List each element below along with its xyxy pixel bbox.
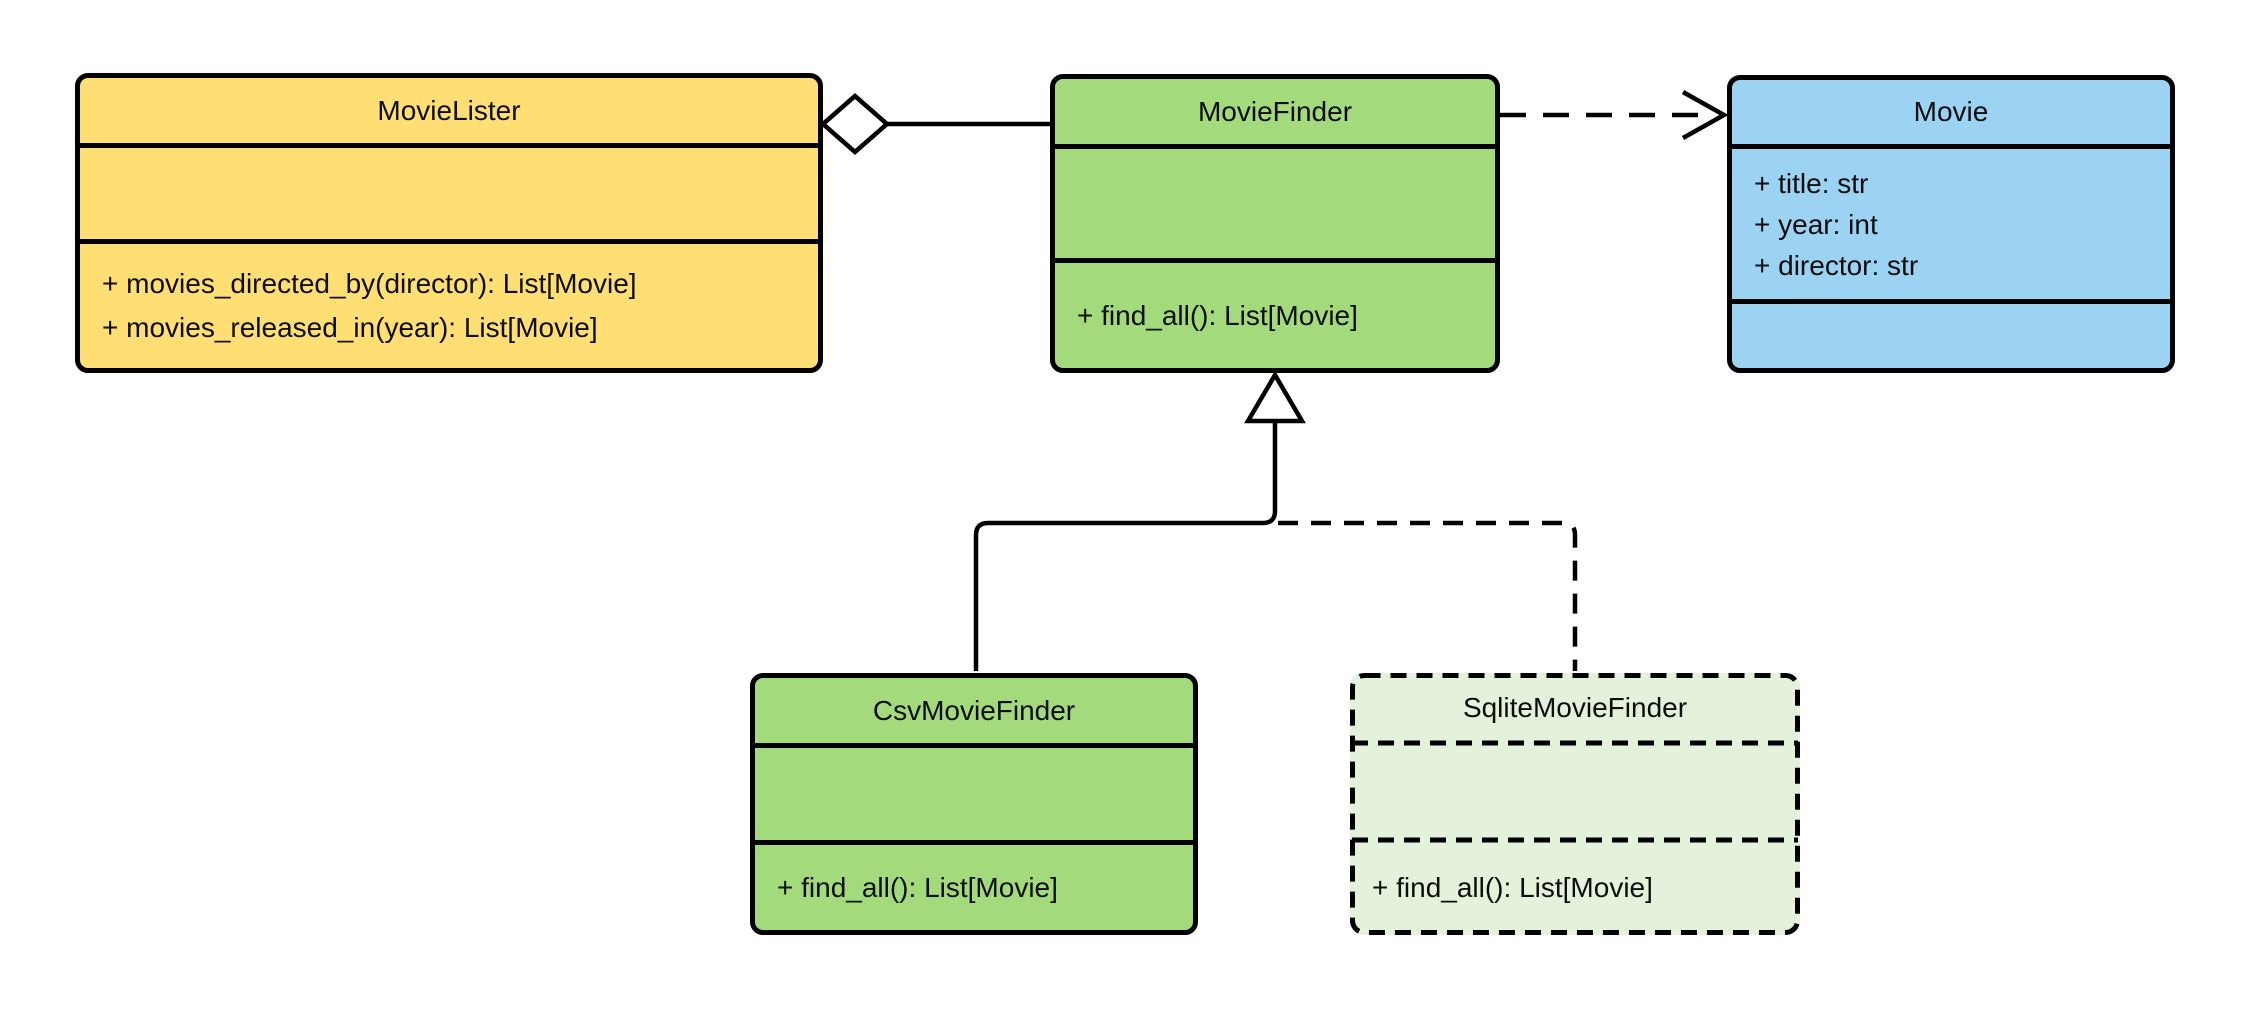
generalization-connector-sqlitemoviefinder-moviefinder[interactable]: [1278, 520, 1578, 671]
generalization-connector-csvmoviefinder-moviefinder[interactable]: [973, 370, 1306, 671]
class-title-compartment: SqliteMovieFinder: [1350, 673, 1800, 743]
class-methods-compartment: + movies_directed_by(director): List[Mov…: [80, 239, 818, 368]
open-arrowhead-icon: [1681, 90, 1729, 140]
class-title-compartment: MovieFinder: [1055, 79, 1495, 144]
class-methods-compartment: + find_all(): List[Movie]: [755, 840, 1193, 930]
class-method: + find_all(): List[Movie]: [1077, 299, 1358, 331]
class-attributes-compartment: [1055, 144, 1495, 258]
generalization-solid-line: [973, 421, 1278, 671]
generalization-dashed-line: [1278, 520, 1578, 671]
class-node-sqlite-movie-finder[interactable]: SqliteMovieFinder + find_all(): List[Mov…: [1350, 673, 1800, 935]
class-name: MovieLister: [377, 94, 521, 126]
class-title-compartment: CsvMovieFinder: [755, 678, 1193, 743]
class-attribute: + year: int: [1754, 208, 1878, 240]
class-name: CsvMovieFinder: [872, 694, 1076, 726]
aggregation-connector-movielister-moviefinder[interactable]: [819, 93, 1050, 155]
class-attribute: + director: str: [1754, 249, 1919, 281]
dependency-connector-moviefinder-movie[interactable]: [1500, 90, 1729, 140]
class-method: + movies_released_in(year): List[Movie]: [102, 312, 598, 343]
class-node-movie[interactable]: Movie + title: str + year: int + directo…: [1727, 75, 2175, 373]
class-attributes-compartment: + title: str + year: int + director: str: [1732, 144, 2170, 299]
hollow-diamond-icon: [819, 93, 891, 155]
class-method: + movies_directed_by(director): List[Mov…: [102, 268, 637, 299]
class-name: SqliteMovieFinder: [1462, 692, 1688, 723]
class-method: + find_all(): List[Movie]: [1372, 871, 1653, 903]
class-attribute: + title: str: [1754, 167, 1869, 199]
class-title-compartment: MovieLister: [80, 78, 818, 143]
class-name: Movie: [1913, 96, 1989, 127]
class-methods-compartment: + find_all(): List[Movie]: [1055, 258, 1495, 368]
class-name: MovieFinder: [1197, 95, 1353, 127]
class-title-compartment: Movie: [1732, 80, 2170, 144]
class-node-movie-lister[interactable]: MovieLister + movies_directed_by(directo…: [75, 73, 823, 373]
class-methods-compartment: [1732, 299, 2170, 368]
hollow-triangle-icon: [1244, 370, 1306, 424]
class-attributes-compartment: [80, 143, 818, 239]
class-node-csv-movie-finder[interactable]: CsvMovieFinder + find_all(): List[Movie]: [750, 673, 1198, 935]
class-attributes-compartment: [1350, 743, 1800, 840]
class-node-movie-finder[interactable]: MovieFinder + find_all(): List[Movie]: [1050, 74, 1500, 373]
class-methods-compartment: + find_all(): List[Movie]: [1350, 840, 1800, 935]
class-method: + find_all(): List[Movie]: [777, 871, 1058, 903]
class-attributes-compartment: [755, 743, 1193, 840]
